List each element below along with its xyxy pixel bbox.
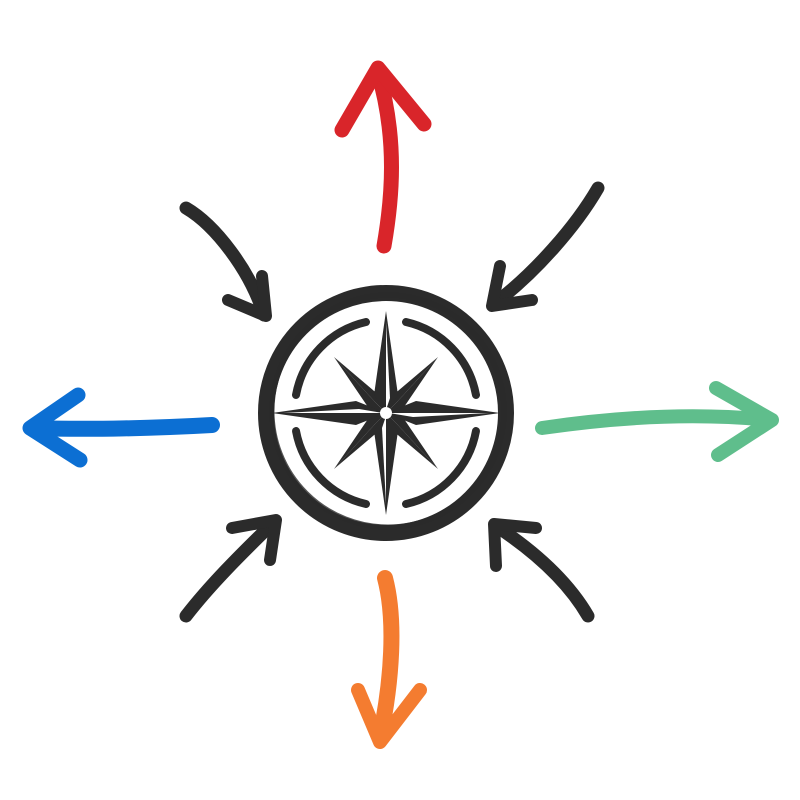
arrow-inward-icon bbox=[179, 514, 282, 623]
compass-center-dot bbox=[380, 407, 392, 419]
compass-outer-ring-texture bbox=[269, 292, 507, 530]
arrow-inward-icon bbox=[488, 518, 595, 623]
arrow-right-icon bbox=[535, 381, 779, 462]
arrow-left-icon bbox=[22, 387, 220, 468]
compass-rose-icon bbox=[258, 285, 514, 541]
arrow-up-icon bbox=[334, 60, 432, 254]
arrow-inward-icon bbox=[486, 181, 605, 312]
arrow-down-icon bbox=[351, 570, 427, 749]
compass-inner-ring bbox=[292, 318, 480, 508]
compass-star-diagonals bbox=[334, 357, 438, 469]
compass-star-highlights bbox=[283, 322, 489, 504]
arrow-inward-icon bbox=[179, 201, 272, 322]
